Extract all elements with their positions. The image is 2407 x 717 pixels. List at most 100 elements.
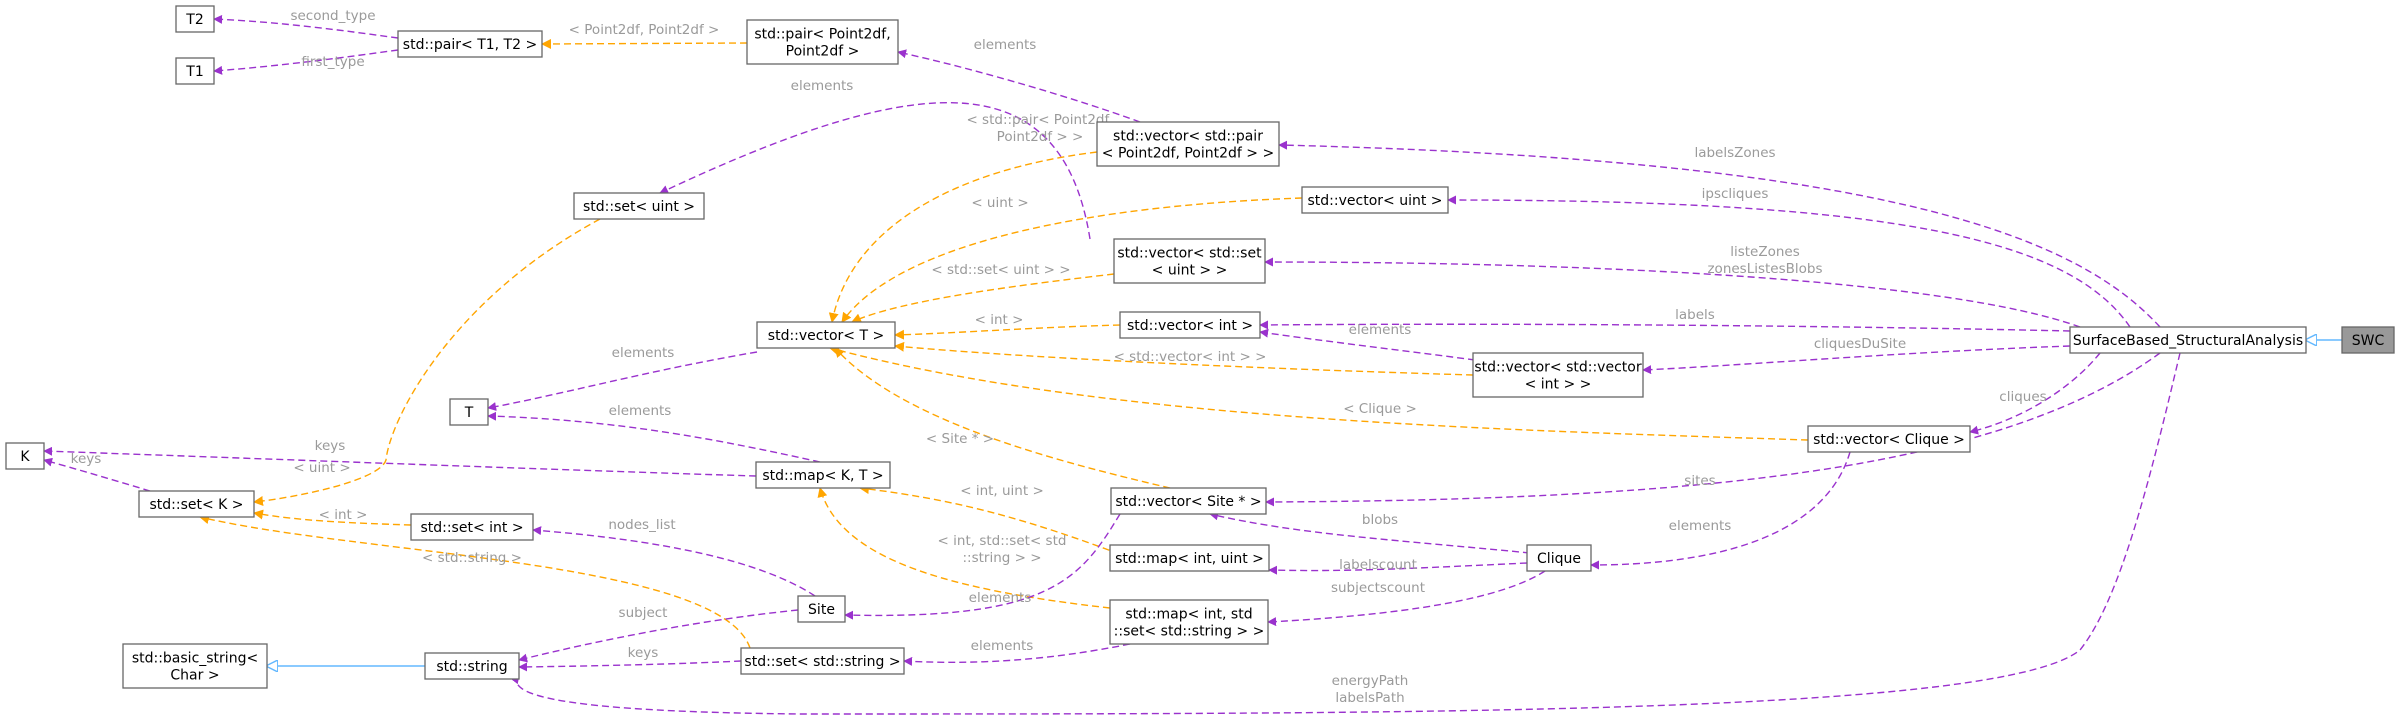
node-set-uint[interactable]: std::set< uint > bbox=[573, 192, 705, 220]
edge-label: < int > bbox=[975, 312, 1024, 328]
edge-sbsa-vecclique bbox=[1969, 352, 2101, 435]
node-vec-T[interactable]: std::vector< T > bbox=[756, 321, 896, 349]
node-box bbox=[122, 643, 268, 689]
edge-vecsite-vecT bbox=[834, 347, 1171, 489]
edge-label: < uint > bbox=[971, 195, 1028, 211]
node-box bbox=[746, 19, 899, 65]
edge-label: elements bbox=[791, 78, 854, 94]
edge-label: labelscount bbox=[1339, 557, 1417, 573]
edge-line bbox=[841, 197, 1303, 323]
node-label: std::vector< std::vector bbox=[1474, 360, 1641, 376]
node-clique[interactable]: Clique bbox=[1526, 544, 1592, 572]
edge-label: cliques bbox=[1999, 389, 2046, 405]
edge-line bbox=[659, 101, 1091, 240]
node-vec-pair[interactable]: std::vector< std::pair< Point2df, Point2… bbox=[1096, 121, 1280, 167]
edge-clique-mapintuint bbox=[1268, 562, 1528, 575]
node-T[interactable]: T bbox=[449, 398, 489, 426]
edge-label: < std::vector< int > > bbox=[1114, 349, 1267, 365]
edge-line bbox=[487, 351, 758, 411]
edge-mapKT-K bbox=[43, 446, 757, 477]
nodes-layer: SWCSurfaceBased_StructuralAnalysisT2T1st… bbox=[5, 5, 2395, 689]
edge-line bbox=[510, 352, 2181, 715]
node-label: std::string bbox=[436, 659, 507, 675]
edge-line bbox=[1268, 562, 1528, 575]
edge-sbsa-vecset bbox=[1264, 257, 2081, 328]
node-label: std::vector< std::set bbox=[1117, 246, 1262, 262]
edge-vecclique-vecT bbox=[829, 345, 1809, 441]
edge-line bbox=[518, 609, 799, 663]
node-vec-clique[interactable]: std::vector< Clique > bbox=[1807, 425, 1971, 453]
edge-vecset-vecT bbox=[851, 273, 1115, 323]
edge-sbsa-vecsite bbox=[1265, 352, 2161, 507]
node-label: K bbox=[20, 449, 30, 465]
node-set-string[interactable]: std::set< std::string > bbox=[740, 647, 905, 675]
edge-line bbox=[1264, 257, 2081, 328]
edge-label: labelsZones bbox=[1694, 145, 1775, 161]
node-pair-t1t2[interactable]: std::pair< T1, T2 > bbox=[397, 30, 543, 58]
node-label: std::pair< T1, T2 > bbox=[403, 37, 537, 53]
edge-label: elements bbox=[1349, 322, 1412, 338]
edge-label: < Point2df, Point2df > bbox=[569, 22, 720, 38]
node-string[interactable]: std::string bbox=[424, 652, 520, 680]
edge-vecint-vecT bbox=[894, 324, 1121, 340]
node-label: < int > > bbox=[1525, 377, 1592, 393]
edge-label: keys bbox=[315, 438, 346, 454]
edge-label: subjectscount bbox=[1331, 580, 1425, 596]
edge-site-setint bbox=[532, 526, 816, 597]
edge-label: < int > bbox=[319, 507, 368, 523]
node-label: ::set< std::string > > bbox=[1114, 624, 1265, 640]
edge-line bbox=[1447, 195, 2131, 328]
node-box bbox=[1096, 121, 1280, 167]
node-box bbox=[2069, 326, 2307, 354]
node-sbsa[interactable]: SurfaceBased_StructuralAnalysis bbox=[2069, 326, 2307, 354]
node-vec-site[interactable]: std::vector< Site * > bbox=[1110, 487, 1267, 515]
node-label: Site bbox=[808, 602, 835, 618]
node-set-int[interactable]: std::set< int > bbox=[410, 513, 534, 541]
edge-label: first_type bbox=[301, 54, 364, 70]
edge-label: labels bbox=[1675, 307, 1715, 323]
edge-line bbox=[1265, 352, 2161, 507]
node-pair-p2d[interactable]: std::pair< Point2df,Point2df > bbox=[746, 19, 899, 65]
node-label: std::vector< std::pair bbox=[1113, 129, 1263, 145]
node-label: std::set< std::string > bbox=[744, 654, 900, 670]
edge-label: Point2df > > bbox=[997, 129, 1084, 145]
edge-label: elements bbox=[969, 590, 1032, 606]
edge-label: < std::set< uint > > bbox=[931, 262, 1070, 278]
node-label: std::map< int, uint > bbox=[1115, 551, 1264, 567]
edge-pair-t1 bbox=[213, 49, 399, 75]
edge-label: sites bbox=[1684, 473, 1715, 489]
edge-label: blobs bbox=[1362, 512, 1398, 528]
node-label: std::pair< Point2df, bbox=[754, 27, 890, 43]
edge-site-string bbox=[518, 609, 799, 663]
node-map-KT[interactable]: std::map< K, T > bbox=[755, 461, 891, 489]
node-map-int-uint[interactable]: std::map< int, uint > bbox=[1109, 544, 1270, 572]
node-label: < uint > > bbox=[1152, 263, 1228, 279]
node-vec-int[interactable]: std::vector< int > bbox=[1119, 311, 1261, 339]
node-K[interactable]: K bbox=[5, 442, 45, 470]
edge-line bbox=[487, 411, 821, 463]
edge-label: < uint > bbox=[293, 460, 350, 476]
node-box bbox=[175, 5, 215, 33]
node-label: std::map< K, T > bbox=[762, 468, 883, 484]
node-t1[interactable]: T1 bbox=[175, 57, 215, 85]
edge-setstring-setK bbox=[199, 514, 751, 649]
node-vec-set[interactable]: std::vector< std::set< uint > > bbox=[1113, 238, 1266, 284]
node-vec-vec[interactable]: std::vector< std::vector< int > > bbox=[1472, 352, 1644, 398]
node-map-int-set[interactable]: std::map< int, std::set< std::string > > bbox=[1109, 599, 1269, 645]
node-label: < Point2df, Point2df > > bbox=[1102, 146, 1274, 162]
edge-line bbox=[1267, 570, 1546, 627]
edge-vecclique-clique bbox=[1590, 451, 1851, 570]
edge-vecT-T bbox=[487, 351, 758, 411]
node-vec-uint[interactable]: std::vector< uint > bbox=[1301, 186, 1449, 214]
edge-vecvec-vecT bbox=[894, 341, 1474, 376]
node-label: std::vector< Site * > bbox=[1115, 494, 1261, 510]
node-set-K[interactable]: std::set< K > bbox=[138, 490, 255, 518]
node-label: SurfaceBased_StructuralAnalysis bbox=[2073, 333, 2303, 349]
edge-line bbox=[1590, 451, 1851, 570]
node-site[interactable]: Site bbox=[797, 595, 846, 623]
node-basic-string[interactable]: std::basic_string<Char > bbox=[122, 643, 268, 689]
node-t2[interactable]: T2 bbox=[175, 5, 215, 33]
edge-label: nodes_list bbox=[608, 517, 675, 533]
